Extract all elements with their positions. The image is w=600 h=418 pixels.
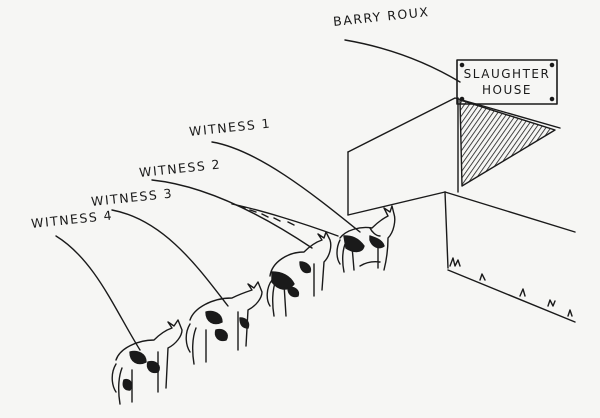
sign-line-house: HOUSE [482, 83, 532, 97]
grass-tufts [449, 257, 573, 317]
pointer-line-witness2 [151, 179, 313, 249]
cow-witness-4 [111, 319, 183, 405]
pointer-line-witness4 [55, 235, 141, 351]
pointer-line-witness1 [211, 141, 361, 233]
cow-witness-2 [266, 231, 332, 317]
pointer-line-barry [344, 39, 461, 83]
doorway-shadow [459, 99, 556, 187]
cow-witness-1 [336, 205, 396, 273]
sign-line-slaughter: SLAUGHTER [463, 67, 551, 81]
cow-witness-3 [185, 281, 263, 365]
pointer-line-witness3 [111, 209, 229, 307]
slaughterhouse-building [231, 97, 576, 323]
slaughterhouse-sign-board [456, 59, 558, 105]
